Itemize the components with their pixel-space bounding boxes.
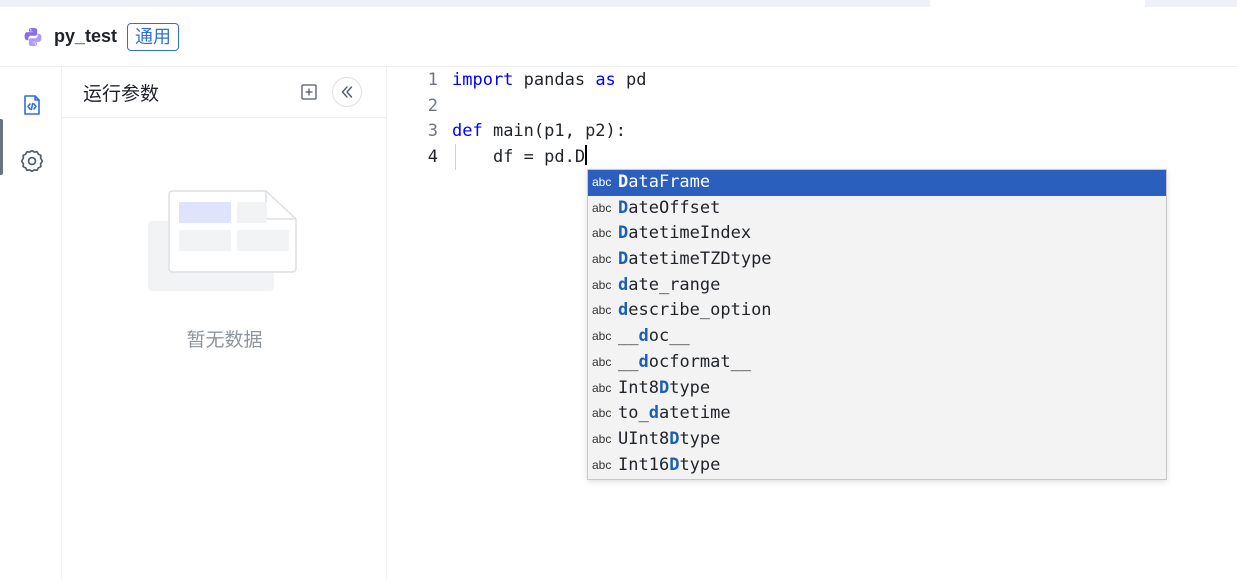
suggestion-item[interactable]: abc describe_option — [588, 298, 1166, 324]
suggestion-kind-label: abc — [592, 175, 612, 189]
rail-code-button[interactable] — [18, 91, 46, 119]
suggestion-label: UInt8Dtype — [618, 428, 721, 449]
suggestion-kind-label: abc — [592, 457, 612, 472]
suggestion-item[interactable]: abc date_range — [588, 273, 1166, 299]
suggestion-kind-label: abc — [592, 303, 612, 318]
suggestion-kind-label: abc — [592, 380, 612, 395]
suggestion-label: to_datetime — [618, 403, 731, 424]
code-line[interactable]: 3 def main(p1, p2): — [388, 118, 1237, 144]
suggestion-label: Int16Dtype — [618, 454, 721, 475]
suggestion-label: date_range — [618, 274, 721, 295]
suggestion-label: DateOffset — [618, 197, 721, 218]
suggestion-kind-label: abc — [592, 226, 612, 241]
header: py_test 通用 — [0, 7, 1237, 67]
suggestion-label: Int8Dtype — [618, 377, 711, 398]
suggestion-kind-label: abc — [592, 431, 612, 446]
empty-state-illustration — [148, 190, 297, 291]
code-line[interactable]: 1 import pandas as pd — [388, 67, 1237, 93]
suggestion-kind-label: abc — [592, 277, 612, 292]
top-strip — [0, 0, 1237, 7]
code-text: import pandas as pd — [452, 70, 647, 90]
line-number: 4 — [427, 147, 438, 168]
panel-header: 运行参数 — [62, 67, 386, 118]
rail-active-indicator — [0, 119, 3, 175]
gear-icon — [20, 149, 44, 173]
suggestion-kind-label: abc — [592, 329, 612, 344]
expand-icon[interactable] — [300, 83, 318, 101]
suggestion-item[interactable]: abc DatetimeTZDtype — [588, 247, 1166, 273]
suggestion-item[interactable]: abc to_datetime — [588, 401, 1166, 427]
suggestion-item[interactable]: abc DatetimeIndex — [588, 221, 1166, 247]
suggestion-kind-label: abc — [592, 200, 612, 215]
suggestion-label: __doc__ — [618, 326, 690, 347]
double-chevron-left-icon — [341, 86, 353, 98]
suggestion-item[interactable]: abc DateOffset — [588, 196, 1166, 222]
suggestion-label: DatetimeTZDtype — [618, 249, 772, 270]
suggestion-item[interactable]: abc Int8Dtype — [588, 376, 1166, 402]
suggestion-kind-label: abc — [592, 406, 612, 421]
panel-title: 运行参数 — [83, 83, 160, 105]
suggestion-item[interactable]: abc DataFrame — [588, 170, 1166, 196]
python-icon — [24, 27, 42, 46]
suggestion-kind-label: abc — [592, 252, 612, 267]
code-text: df = pd.D — [452, 145, 587, 168]
suggestion-item[interactable]: abc Int16Dtype — [588, 453, 1166, 479]
run-params-panel: 运行参数 暂无数据 — [62, 67, 387, 580]
code-text: def main(p1, p2): — [452, 121, 627, 142]
code-file-icon — [24, 95, 40, 115]
suggestion-label: DatetimeIndex — [618, 223, 752, 244]
suggestion-label: __docformat__ — [618, 351, 752, 372]
empty-state-text: 暂无数据 — [186, 330, 263, 351]
suggestion-item[interactable]: abc __docformat__ — [588, 350, 1166, 376]
text-cursor — [585, 145, 587, 166]
indent-guide — [455, 144, 456, 170]
suggestion-item[interactable]: abc __doc__ — [588, 324, 1166, 350]
collapse-panel-button[interactable] — [332, 77, 362, 107]
project-tag[interactable]: 通用 — [127, 22, 180, 51]
line-number: 3 — [427, 121, 438, 142]
line-number: 2 — [427, 95, 438, 116]
side-rail — [0, 67, 62, 580]
line-number: 1 — [427, 70, 438, 90]
suggestion-kind-label: abc — [592, 354, 612, 369]
rail-settings-button[interactable] — [18, 147, 46, 175]
suggestion-label: describe_option — [618, 300, 772, 321]
code-line[interactable]: 2 — [388, 93, 1237, 119]
project-name: py_test — [54, 26, 118, 46]
code-line[interactable]: 4 df = pd.D — [388, 144, 1237, 170]
suggestion-item[interactable]: abc UInt8Dtype — [588, 427, 1166, 453]
suggestion-label: DataFrame — [618, 172, 711, 192]
